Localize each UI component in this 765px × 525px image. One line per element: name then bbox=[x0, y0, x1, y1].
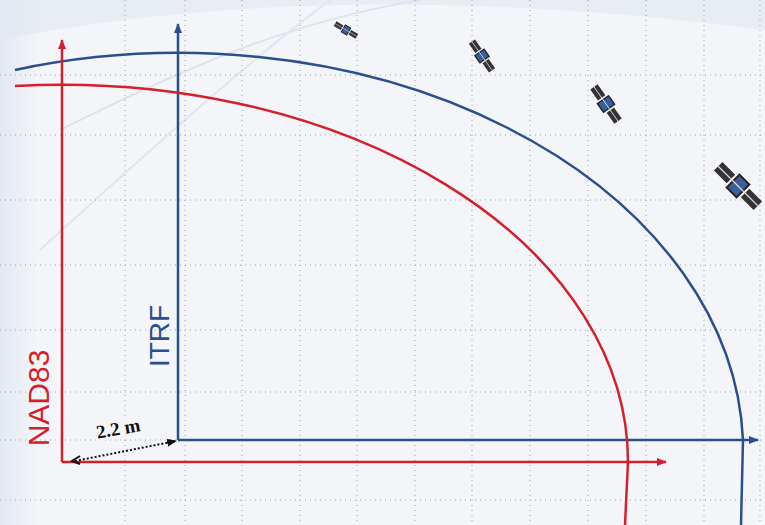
grid-line bbox=[760, 0, 761, 525]
offset-arrow-tail bbox=[72, 456, 80, 464]
grid-line bbox=[0, 330, 765, 331]
grid-line bbox=[185, 0, 186, 525]
frame-name: ITRF bbox=[146, 305, 174, 367]
satellite-icon bbox=[333, 20, 359, 40]
grid-line bbox=[588, 0, 589, 525]
grid-line bbox=[125, 0, 126, 525]
swoosh-line bbox=[60, 0, 420, 130]
itrf-axis bbox=[177, 24, 180, 440]
grid-line bbox=[472, 0, 473, 525]
nad83-axis bbox=[62, 461, 666, 464]
grid-line bbox=[530, 0, 531, 525]
swoosh bbox=[0, 0, 765, 40]
satellite-icon bbox=[588, 82, 624, 125]
itrf-ellipsoid bbox=[15, 53, 743, 525]
grid-line bbox=[357, 0, 358, 525]
itrf-axis bbox=[178, 439, 758, 442]
offset-arrow bbox=[75, 441, 176, 461]
grid-line bbox=[242, 0, 243, 525]
grid-line bbox=[415, 0, 416, 525]
grid-line bbox=[0, 500, 765, 501]
grid-line bbox=[0, 265, 765, 266]
grid-line bbox=[0, 440, 765, 441]
grid-line bbox=[300, 0, 301, 525]
grid-line bbox=[646, 0, 647, 525]
grid-line bbox=[0, 135, 765, 136]
nad83-axis bbox=[61, 40, 64, 462]
satellite-icon bbox=[711, 159, 765, 213]
grid-line bbox=[704, 0, 705, 525]
frame-name: NAD83 bbox=[24, 350, 54, 447]
grid-line bbox=[0, 200, 765, 201]
grid-line bbox=[0, 75, 765, 76]
grid-line bbox=[0, 392, 765, 393]
nad83-ellipsoid bbox=[15, 85, 628, 525]
satellite-icon bbox=[467, 38, 497, 74]
